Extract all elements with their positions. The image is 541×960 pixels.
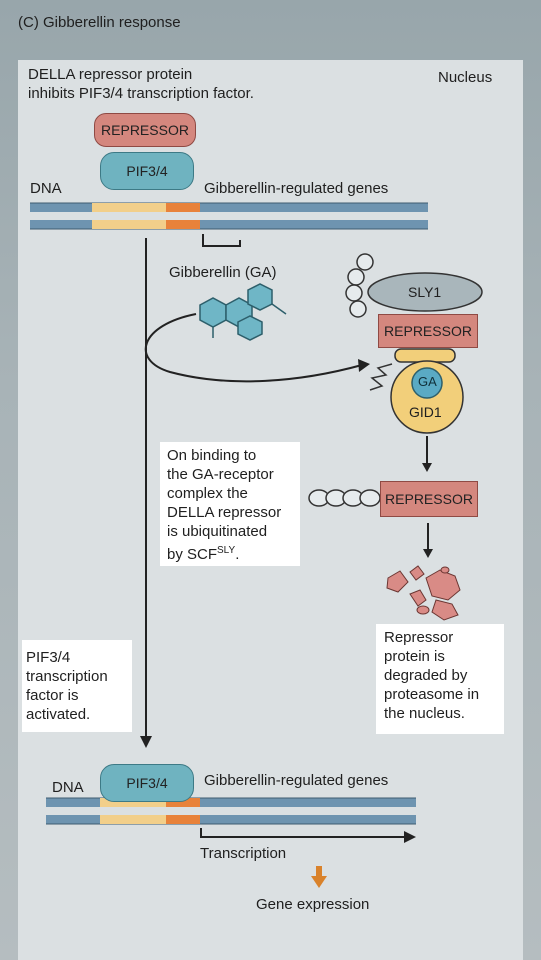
top-dna-strand-lower — [30, 220, 428, 229]
top-dna-promoter-upper — [92, 203, 166, 212]
degraded-note: Repressor protein is degraded by proteas… — [384, 628, 479, 723]
pif-activated-line: transcription — [26, 668, 108, 685]
bottom-dna-promoter-upper — [100, 798, 166, 807]
bottom-dna-binding-site-upper — [166, 798, 200, 807]
bottom-dna-helix — [46, 797, 416, 825]
gibberellin-molecule-icon — [199, 283, 287, 341]
top-dna-strand-upper — [30, 203, 428, 212]
scf-zigzag-icon — [369, 363, 393, 391]
pif-activated-note-box — [22, 640, 132, 732]
complex-repressor-box: REPRESSOR — [378, 314, 478, 348]
nucleus-label: Nucleus — [438, 69, 493, 86]
bottom-dna-promoter-lower — [100, 815, 166, 824]
activation-arrow-head — [140, 736, 152, 748]
degraded-note-line: protein is — [384, 648, 445, 665]
gene-expression-label: Gene expression — [256, 896, 370, 913]
down-arrow-head — [422, 463, 432, 472]
gene-expression-arrow-head — [311, 876, 327, 888]
binding-note-line: by SCFSLY. — [167, 541, 281, 564]
della-connector — [394, 348, 456, 363]
top-dna-binding-site-upper — [166, 203, 200, 212]
top-pif-box: PIF3/4 — [100, 152, 194, 190]
transcription-arrow-head — [404, 831, 416, 843]
ubiquitinated-repressor-box: REPRESSOR — [380, 481, 478, 517]
ubiquitin-chain-horizontal-icon — [308, 489, 381, 507]
ubiquitin-chain-icon — [345, 253, 374, 318]
top-genes-label: Gibberellin-regulated genes — [204, 180, 389, 197]
sly1-label: SLY1 — [408, 284, 442, 300]
gene-expression-arrow-shaft — [316, 866, 322, 878]
pif-activated-line: PIF3/4 — [26, 649, 71, 666]
binding-note: On binding to the GA-receptor complex th… — [167, 446, 281, 564]
binding-note-period: . — [235, 546, 240, 563]
binding-curved-arrow — [144, 313, 363, 383]
pif-activated-line: activated. — [26, 706, 91, 723]
degraded-note-line: proteasome in — [384, 686, 480, 703]
sly1-protein — [367, 272, 483, 312]
degraded-note-box — [376, 624, 504, 734]
binding-arrow-head — [358, 359, 370, 372]
degraded-note-line: the nucleus. — [384, 705, 465, 722]
pif-activated-note: PIF3/4 transcription factor is activated… — [26, 648, 108, 724]
bottom-dna-binding-site-lower — [166, 815, 200, 824]
bottom-pif-box: PIF3/4 — [100, 764, 194, 802]
gid1-label: GID1 — [409, 404, 442, 420]
intro-text: DELLA repressor protein inhibits PIF3/4 … — [28, 65, 254, 103]
degradation-arrow-head — [423, 549, 433, 558]
bottom-dna-strand-lower — [46, 815, 416, 824]
ga-label: GA — [418, 374, 437, 389]
intro-text-line1: DELLA repressor protein — [28, 66, 193, 83]
transcription-label: Transcription — [200, 845, 287, 862]
binding-note-scf: by SCF — [167, 546, 218, 563]
bottom-dna-label: DNA — [52, 779, 84, 796]
bottom-dna-strand-upper — [46, 798, 416, 807]
top-dna-label: DNA — [30, 180, 62, 197]
binding-note-line: the GA-receptor — [167, 466, 274, 483]
degraded-fragments-icon — [386, 565, 461, 621]
pif-activated-line: factor is — [26, 687, 79, 704]
binding-note-line: complex the — [167, 485, 248, 502]
binding-note-box — [160, 442, 300, 566]
degraded-note-line: Repressor — [384, 629, 454, 646]
ga-bound-icon — [411, 367, 443, 399]
top-dna-binding-site-lower — [166, 220, 200, 229]
top-repressor-box: REPRESSOR — [94, 113, 196, 147]
top-dna-promoter-lower — [92, 220, 166, 229]
degraded-note-line: degraded by — [384, 667, 468, 684]
panel-title: (C) Gibberellin response — [18, 14, 181, 31]
bottom-genes-label: Gibberellin-regulated genes — [204, 772, 389, 789]
binding-note-line: On binding to — [167, 447, 257, 464]
inhibition-symbol — [202, 234, 241, 247]
gibberellin-label: Gibberellin (GA) — [169, 264, 277, 281]
binding-note-line: DELLA repressor — [167, 504, 282, 521]
intro-text-line2: inhibits PIF3/4 transcription factor. — [28, 85, 254, 102]
binding-note-superscript: SLY — [217, 545, 236, 556]
binding-note-line: is ubiquitinated — [167, 523, 268, 540]
top-dna-helix — [30, 202, 428, 230]
